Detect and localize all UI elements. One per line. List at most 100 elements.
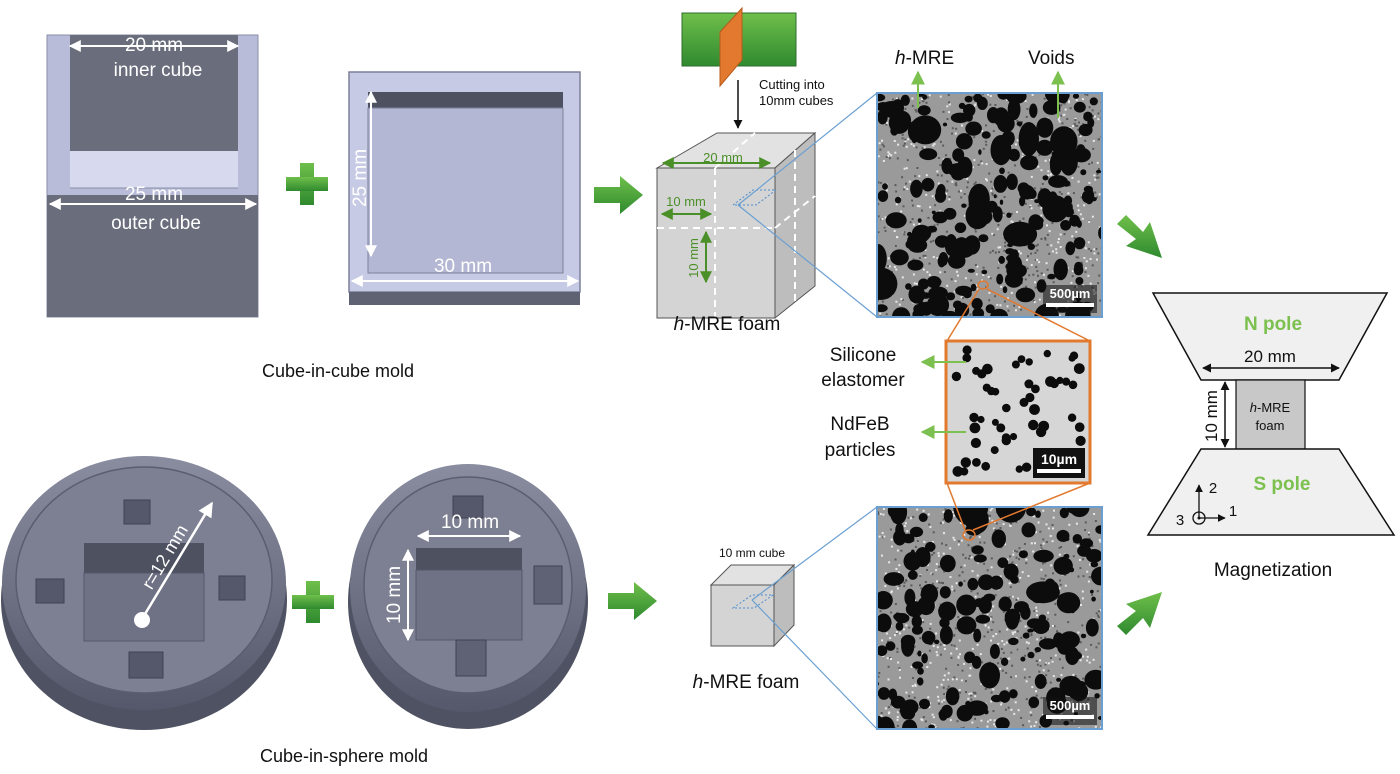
void-pore (903, 551, 922, 571)
void-pore (964, 95, 973, 103)
speckle (997, 662, 1000, 665)
speckle (970, 546, 973, 549)
speckle (939, 643, 942, 646)
axis-3-label: 3 (1176, 512, 1184, 529)
speckle (985, 178, 988, 181)
sample-label-line2: foam (1256, 418, 1285, 433)
speckle (1019, 619, 1022, 622)
speckle (970, 590, 973, 593)
arrow-right-top (594, 176, 643, 214)
void-pore (918, 513, 928, 522)
void-pore (1000, 657, 1009, 666)
speckle (936, 654, 939, 657)
speckle (991, 187, 994, 190)
speckle (1088, 163, 1091, 165)
speckle (1012, 221, 1015, 224)
speckle (996, 228, 999, 231)
speckle (926, 96, 929, 99)
speckle (886, 657, 889, 660)
speckle (965, 691, 967, 693)
void-pore (885, 282, 891, 291)
speckle (897, 711, 899, 714)
speckle (950, 278, 953, 281)
speckle (1024, 100, 1027, 102)
speckle (1051, 524, 1054, 526)
speckle (1047, 669, 1050, 672)
speckle (1020, 308, 1023, 311)
speckle (994, 521, 996, 524)
speckle (1042, 578, 1045, 581)
speckle (1034, 259, 1037, 261)
speckle (1058, 553, 1061, 556)
ndfeb-particle (1009, 433, 1018, 441)
speckle (970, 556, 973, 559)
speckle (986, 613, 989, 616)
speckle (970, 692, 973, 695)
speckle (1051, 660, 1054, 663)
void-pore (941, 310, 958, 317)
speckle (1027, 642, 1030, 645)
speckle (1008, 578, 1010, 581)
speckle (1057, 118, 1060, 121)
void-pore (1050, 126, 1078, 157)
mold-inner-cube-band (70, 151, 238, 188)
speckle (963, 193, 966, 195)
ndfeb-particle (1025, 358, 1033, 366)
speckle (942, 518, 945, 521)
speckle (936, 223, 939, 226)
void-pore (877, 190, 889, 203)
ndfeb-particle (1035, 426, 1047, 438)
void-pore (909, 526, 924, 538)
speckle (948, 195, 951, 198)
speckle (896, 650, 899, 653)
speckle (1010, 651, 1013, 654)
speckle (912, 515, 915, 518)
speckle (971, 570, 974, 573)
void-pore (956, 616, 977, 635)
foam-bottom-label: h-MRE foam (693, 672, 800, 693)
void-pore (902, 719, 918, 729)
speckle (1057, 238, 1060, 240)
speckle (912, 258, 915, 261)
speckle (897, 661, 900, 664)
speckle (980, 719, 983, 722)
speckle (999, 667, 1002, 670)
void-pore (907, 570, 918, 580)
speckle (997, 246, 1000, 249)
void-pore (1059, 675, 1083, 697)
void-pore (996, 273, 1004, 285)
speckle (1083, 204, 1086, 207)
speckle (918, 223, 921, 225)
void-pore (1053, 556, 1073, 575)
speckle (1044, 561, 1047, 564)
void-pore (999, 199, 1004, 205)
speckle (916, 540, 919, 542)
speckle (948, 103, 951, 106)
speckle (1040, 568, 1043, 571)
void-pore (1020, 155, 1039, 171)
speckle (893, 140, 896, 142)
speckle (877, 155, 880, 158)
speckle (915, 146, 918, 149)
speckle (920, 718, 923, 721)
speckle (1045, 674, 1048, 677)
tray-height-text: 25 mm (350, 149, 371, 207)
speckle (908, 626, 911, 629)
scale-bar-zoom (1037, 469, 1081, 473)
speckle (912, 677, 914, 679)
speckle (1068, 184, 1071, 187)
radius-line (140, 501, 214, 620)
speckle (1088, 106, 1091, 109)
void-pore (1074, 261, 1083, 273)
speckle (884, 585, 887, 588)
speckle (1078, 121, 1080, 124)
magnetization-setup: N pole 20 mm h-MRE foam 10 mm S pole 2 1… (1146, 292, 1396, 581)
speckle (1038, 726, 1041, 728)
inner-cube-label: inner cube (114, 60, 203, 81)
speckle (1004, 245, 1007, 248)
speckle (969, 535, 972, 538)
void-pore (890, 249, 909, 266)
speckle (1087, 274, 1090, 277)
ndfeb-particle (960, 457, 971, 468)
speckle (1019, 252, 1022, 255)
